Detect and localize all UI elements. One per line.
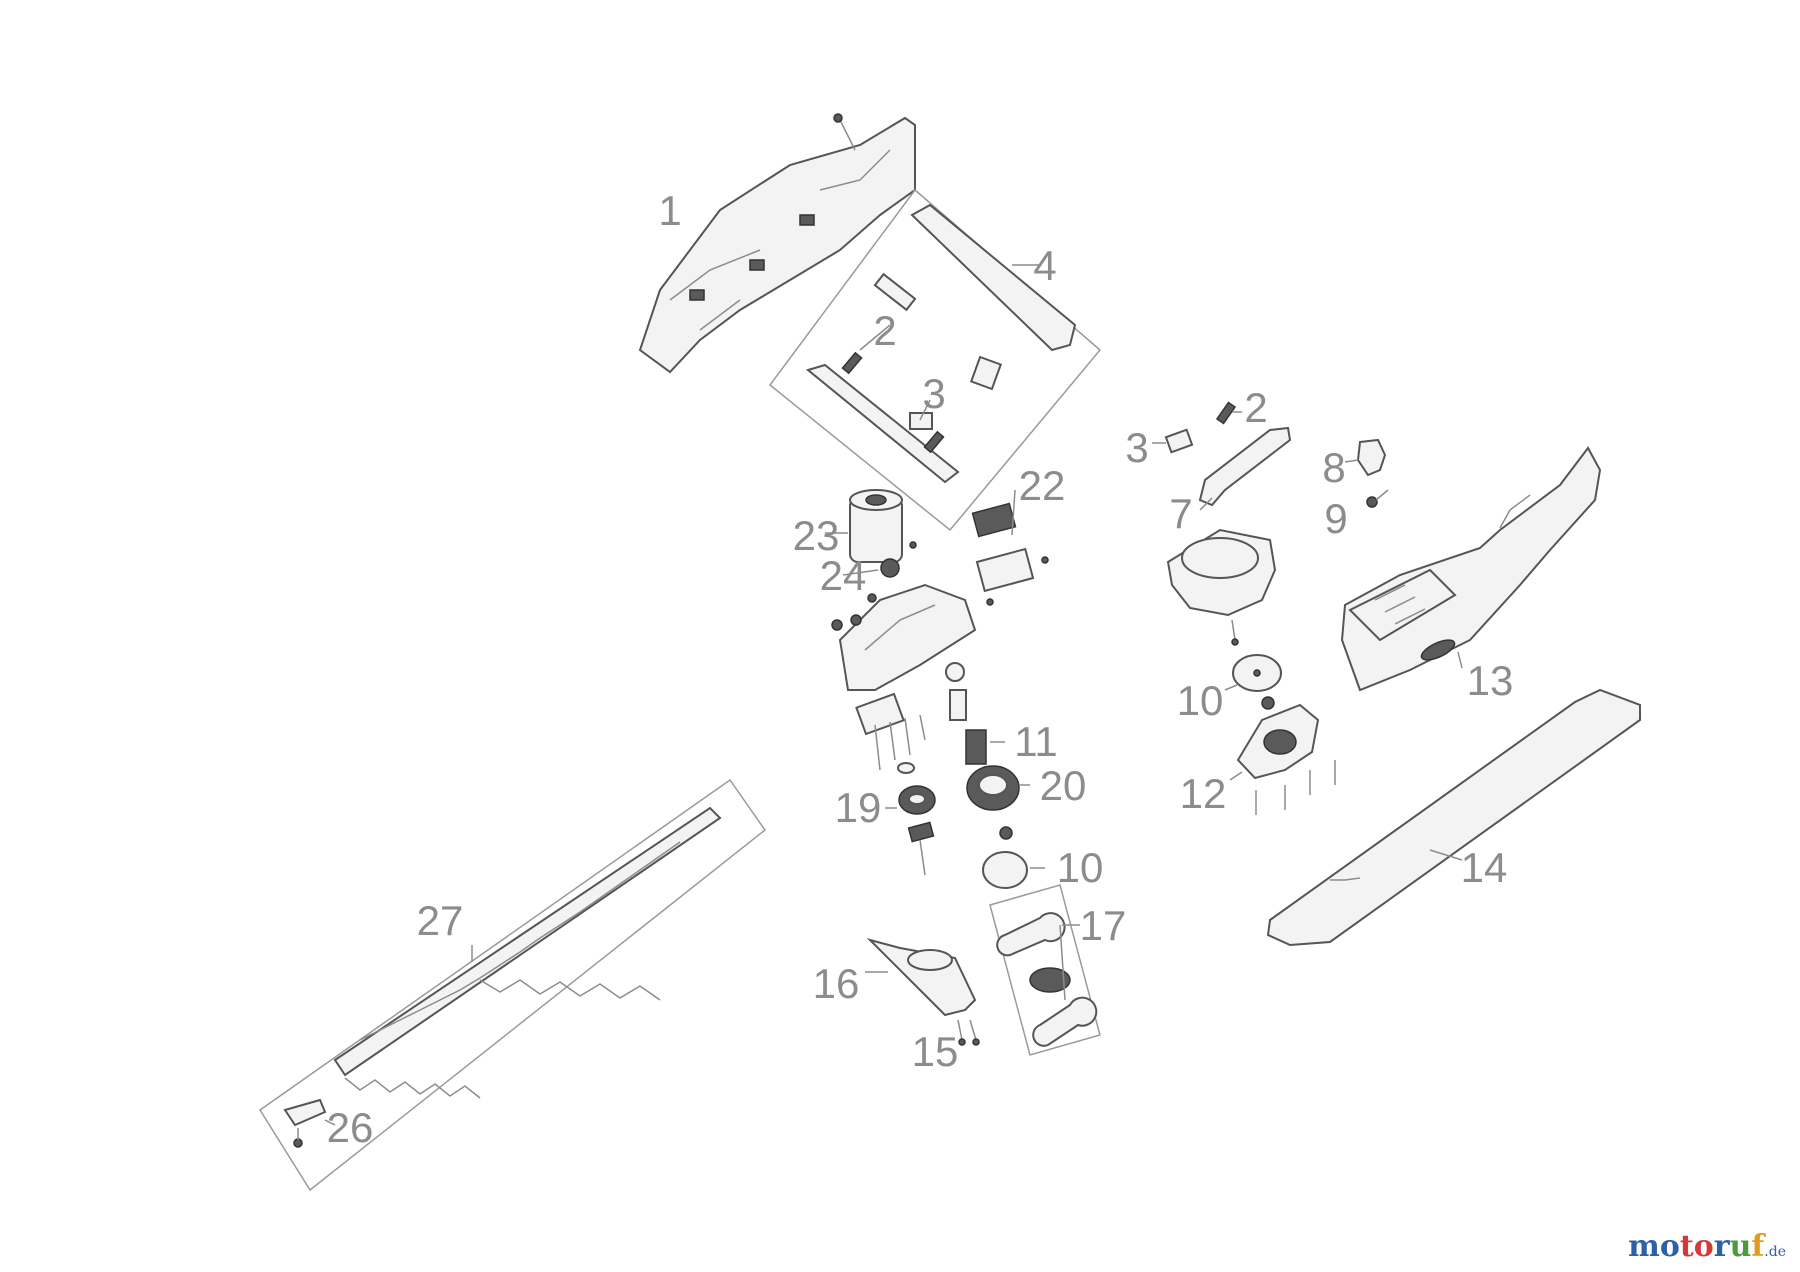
label-part-10b: 10 <box>1057 844 1104 891</box>
label-part-22: 22 <box>1019 462 1066 509</box>
label-part-26: 26 <box>327 1104 374 1151</box>
label-part-14: 14 <box>1461 844 1508 891</box>
watermark-part-4: u <box>1729 1229 1752 1264</box>
part-13-rear-handle <box>1340 446 1602 692</box>
label-part-4: 4 <box>1033 242 1056 289</box>
label-part-10a: 10 <box>1177 677 1224 724</box>
label-part-13: 13 <box>1467 657 1514 704</box>
label-part-2b: 2 <box>1244 384 1267 431</box>
part-14-blade-cover <box>1266 688 1641 947</box>
part-16-blade-guard <box>865 938 977 1017</box>
part-8-lock-button <box>1344 438 1387 477</box>
part-20-gear <box>966 765 1030 811</box>
label-part-11: 11 <box>1014 718 1058 765</box>
part-24-bearing <box>842 558 900 578</box>
part-motor-cover <box>1166 528 1277 646</box>
label-part-9: 9 <box>1324 495 1347 542</box>
label-part-12: 12 <box>1180 770 1227 817</box>
motoruf-watermark-logo: motoruf.de <box>1628 1229 1786 1264</box>
label-part-8: 8 <box>1322 444 1345 491</box>
label-part-1: 1 <box>658 187 681 234</box>
part-23-motor <box>825 489 917 563</box>
label-part-3a: 3 <box>922 370 945 417</box>
label-part-20: 20 <box>1040 762 1087 809</box>
part-gearbox-housing <box>831 583 977 691</box>
part-2-spring-right <box>1215 401 1242 425</box>
label-part-24: 24 <box>820 552 867 599</box>
part-plate-screws <box>855 692 926 771</box>
part-1-upper-housing <box>638 113 916 374</box>
part-10-washer-lower <box>982 826 1045 889</box>
part-9-spring-small <box>1366 489 1389 508</box>
part-7-trigger <box>1198 426 1292 511</box>
part-19-bearing <box>885 762 936 876</box>
part-11-spring-shaft <box>945 662 1005 765</box>
watermark-part-3: r <box>1713 1229 1730 1264</box>
watermark-part-2: to <box>1679 1229 1714 1264</box>
label-part-27: 27 <box>417 897 464 944</box>
label-part-3b: 3 <box>1125 424 1148 471</box>
label-part-15: 15 <box>912 1028 959 1075</box>
part-12-gear-plate <box>1229 703 1336 815</box>
label-part-2a: 2 <box>873 307 896 354</box>
part-22-switch-plate <box>971 489 1049 606</box>
watermark-domain: .de <box>1764 1244 1786 1260</box>
part-4-handle-assembly <box>768 188 1102 532</box>
part-3-switch-right <box>1152 428 1194 454</box>
label-part-23: 23 <box>793 512 840 559</box>
part-26-blade-cap <box>283 1098 336 1148</box>
part-27-cutting-blade <box>258 778 767 1192</box>
watermark-part-5: f <box>1751 1229 1765 1264</box>
part-10-washer-upper <box>1224 654 1282 710</box>
label-part-7: 7 <box>1169 490 1192 537</box>
label-part-16: 16 <box>813 960 860 1007</box>
part-17-connecting-rods <box>989 884 1101 1056</box>
part-15-screw <box>957 1019 980 1046</box>
watermark-part-1: mo <box>1628 1229 1680 1264</box>
label-part-19: 19 <box>835 784 882 831</box>
part-number-labels: 1 2 2 3 3 4 7 8 9 10 10 11 12 13 14 15 1… <box>327 187 1514 1151</box>
label-part-17: 17 <box>1080 902 1127 949</box>
